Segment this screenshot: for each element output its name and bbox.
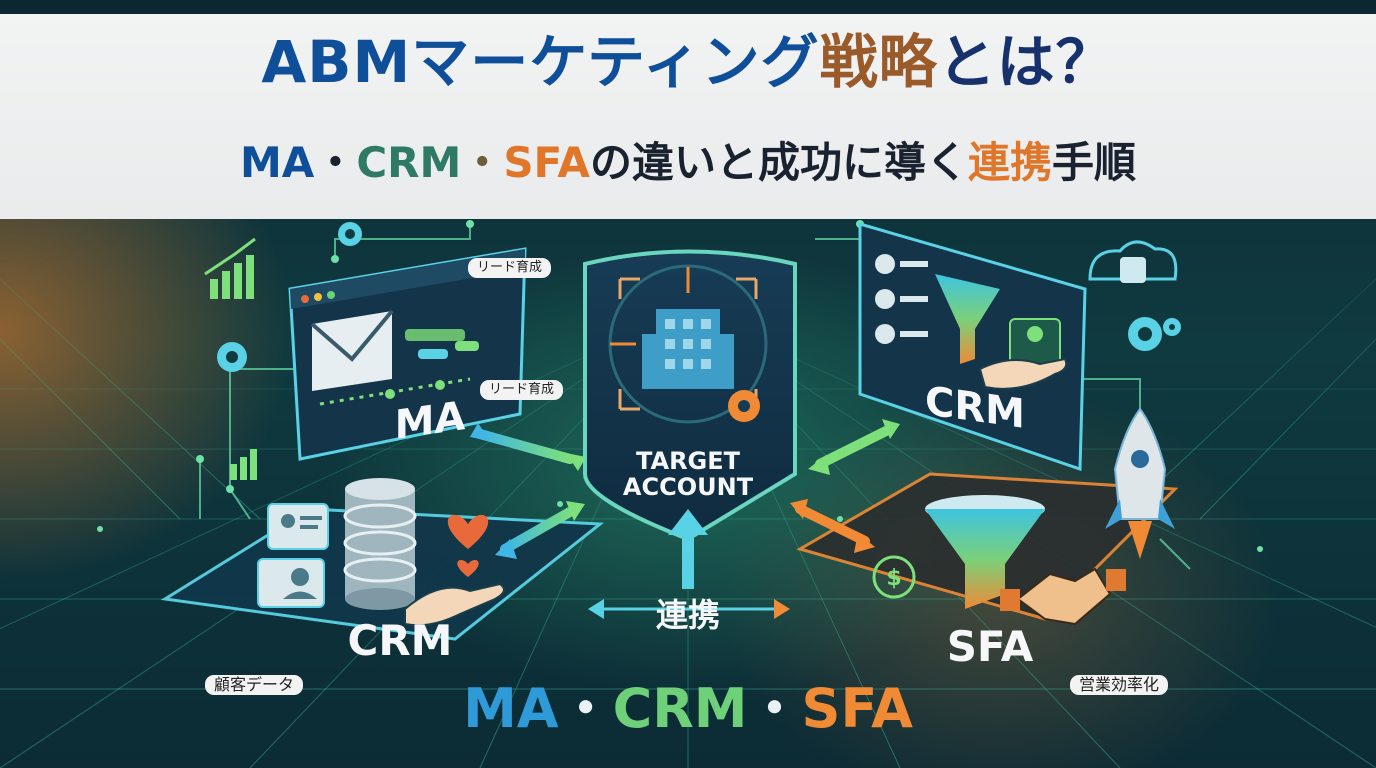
subtitle-dot-2: ・: [461, 138, 504, 187]
bar-chart-icon: [204, 237, 257, 480]
main-title: ABMマーケティング戦略とは？: [0, 26, 1376, 98]
target-gear-icon: [728, 390, 760, 422]
target-account-shield: [583, 249, 797, 542]
bottom-caption: MA・CRM・SFA: [0, 678, 1376, 740]
account-text: ACCOUNT: [622, 473, 754, 501]
funnel-icon: [925, 495, 1045, 609]
cloud-database-icon: [1088, 240, 1178, 283]
bottom-sfa: SFA: [801, 677, 913, 740]
lead-nurture-tag-1: リード育成: [468, 258, 552, 278]
lead-nurture-tag-2: リード育成: [480, 380, 564, 400]
target-account-label: TARGET ACCOUNT: [600, 448, 776, 500]
email-icon: [310, 309, 394, 391]
hand-icon: [404, 582, 505, 627]
crm-funnel-icon: [935, 274, 1000, 364]
crm-platform-left: [160, 478, 605, 641]
customer-data-tag: 顧客データ: [205, 675, 304, 695]
dollar-icon: $: [872, 555, 916, 599]
sfa-platform-right: $: [796, 407, 1179, 626]
subtitle-link: 連携: [967, 138, 1052, 187]
subtitle-dot-1: ・: [314, 138, 357, 187]
sub-title: MA・CRM・SFAの違いと成功に導く連携手順: [0, 133, 1376, 193]
bottom-dot-1: ・: [558, 677, 613, 740]
top-strip: [0, 0, 1376, 14]
gear-icon: [217, 222, 1181, 372]
title-towa: とは？: [937, 28, 1115, 96]
target-text: TARGET: [635, 447, 741, 475]
title-banner: [0, 14, 1376, 219]
sfa-label: SFA: [946, 622, 1034, 671]
svg-text:$: $: [886, 566, 901, 591]
subtitle-crm: CRM: [356, 138, 462, 187]
title-abm-marketing: ABMマーケティング: [261, 28, 820, 96]
subtitle-steps: 手順: [1051, 138, 1136, 187]
title-strategy: 戦略: [819, 28, 938, 96]
bottom-crm: CRM: [612, 677, 748, 740]
circuit-nodes: [97, 220, 1263, 552]
crm-monitor: [858, 222, 1087, 472]
ma-monitor: [288, 247, 527, 461]
user-card-icon: [257, 503, 329, 608]
database-icon: [343, 478, 417, 610]
subtitle-ma: MA: [240, 138, 315, 187]
subtitle-middle: の違いと成功に導く: [589, 138, 968, 187]
bottom-ma: MA: [463, 677, 559, 740]
connection-arrows: [470, 419, 900, 619]
illustration: $: [0, 220, 1376, 768]
bottom-dot-2: ・: [747, 677, 802, 740]
heart-icon: [447, 514, 489, 549]
link-label: 連携: [655, 596, 720, 634]
crm-bottom-label: CRM: [347, 616, 453, 665]
subtitle-sfa: SFA: [503, 138, 590, 187]
sales-efficiency-tag: 営業効率化: [1070, 675, 1169, 695]
user-list-icon: [875, 254, 928, 344]
handshake-icon: [1000, 567, 1126, 626]
rocket-icon: [1105, 407, 1175, 559]
